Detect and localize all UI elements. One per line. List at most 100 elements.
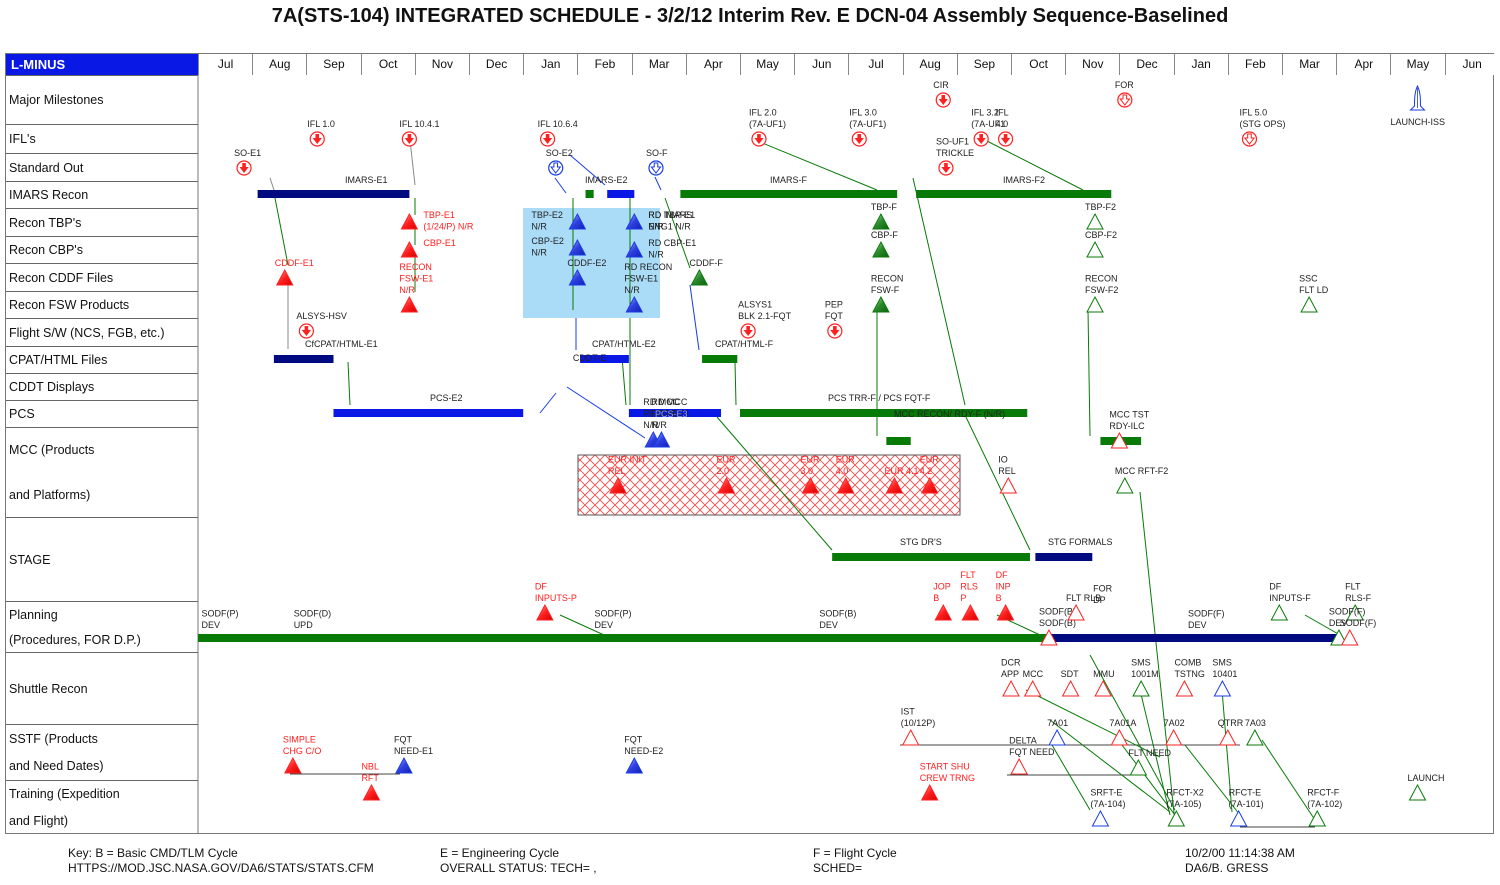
milestone-rd-imars-eng1-n-r-label: RD IMARS — [648, 210, 692, 220]
row-label-flightsw: Flight S/W (NCS, FGB, etc.) — [6, 318, 198, 346]
milestone-cir-icon-arrow — [938, 95, 948, 105]
footer-mid: E = Engineering Cycle OVERALL STATUS: TE… — [440, 846, 597, 876]
row-label-text: Recon CDDF Files — [9, 271, 114, 285]
milestone-rd-tbp-e1-n-r-label: N/R — [648, 222, 664, 232]
milestone-qtrr-icon — [1218, 728, 1237, 746]
timestamp: 10/2/00 11:14:38 AM — [1185, 846, 1295, 860]
milestone-fqt-need-e2-icon — [625, 756, 644, 774]
milestone-sodf-b-dev-label: SODF(B) — [819, 609, 856, 619]
milestone-sodf-f-dev-icon — [1330, 628, 1348, 646]
milestone-cbp-f2-label: CBP-F2 — [1085, 230, 1117, 240]
dependency-line — [1049, 719, 1171, 813]
milestone-nbl-rft-label: NBL — [361, 762, 379, 772]
milestone-eur-4-1-icon — [885, 476, 904, 494]
month-jun-23: Jun — [1444, 54, 1499, 75]
schedule-grid — [5, 53, 1494, 834]
milestone-sodf-d-upd-label: UPD — [294, 620, 314, 630]
month-nov-16: Nov — [1065, 54, 1120, 75]
milestone-dcr-app-label: APP — [1001, 669, 1019, 679]
milestone-ist-10-12p--icon — [901, 728, 920, 746]
milestone-dcr-app-icon — [1002, 679, 1020, 697]
milestone-pep-fqt-label: FQT — [825, 311, 843, 321]
milestone-tbp-f2-label: TBP-F2 — [1085, 202, 1116, 212]
milestone-rd-mcc-recon-e1-n-r-label: RD MCC — [643, 397, 679, 407]
milestone-mcc-tst-rdy-ilc-label: MCC TST — [1109, 410, 1149, 420]
row-label-text: SSTF (Products — [9, 731, 98, 746]
dependency-line — [1087, 309, 1091, 437]
bar-label: STG FORMALS — [1048, 537, 1113, 547]
milestone-alsys-hsv-icon-arrow — [301, 326, 311, 336]
milestone-flt-rlb-label: FLT RLB — [1066, 593, 1101, 603]
milestone-tbp-e1-1-24-p-n-r-icon — [400, 212, 419, 230]
milestone-sdt-icon — [1061, 679, 1080, 697]
month-feb-7: Feb — [577, 54, 632, 75]
author: DA6/B. GRESS — [1185, 861, 1269, 875]
milestone-ifl-3-0-7a-uf1--label: (7A-UF1) — [849, 119, 886, 129]
month-mar-20: Mar — [1282, 54, 1337, 75]
bar-pcs-e3 — [628, 409, 722, 417]
row-label-text: Recon FSW Products — [9, 298, 130, 312]
milestone-simple-chg-c-o-label: CHG C/O — [283, 746, 322, 756]
bar-label: IMARS-F — [770, 175, 808, 185]
milestone-for-dp-label: FOR — [1093, 584, 1112, 594]
milestone-ifl-4-0-icon-arrow — [1000, 134, 1011, 144]
milestone-ifl-2-0-7a-uf1--label: (7A-UF1) — [749, 119, 786, 129]
bar-label: IMARS-E1 — [345, 175, 388, 185]
milestone-alsys1-blk-2-1-fqt-label: ALSYS1 — [738, 300, 772, 310]
milestone-for-icon-arrow — [1119, 94, 1131, 106]
milestone-7a03-label: 7A03 — [1245, 718, 1266, 728]
bar-stg-dr-s — [832, 553, 1030, 561]
milestone-ssc-flt-ld-label: FLT LD — [1299, 285, 1329, 295]
milestone-launch-icon — [1408, 783, 1427, 801]
milestone-eur-2-0-label: EUR — [716, 455, 736, 465]
milestone-delta-fqt-need-icon — [1010, 757, 1028, 775]
milestone-recon-fsw-f2-label: FSW-F2 — [1085, 285, 1118, 295]
month-jul-0: Jul — [198, 54, 253, 75]
milestone-mmu-icon — [1094, 679, 1112, 697]
month-jul-12: Jul — [848, 54, 903, 75]
milestone-rfct-x2-7a-105--icon — [1167, 809, 1186, 827]
month-jan-18: Jan — [1173, 54, 1228, 75]
milestone-sms-1001m-label: 1001M — [1131, 669, 1159, 679]
milestone-sodf-p-dev-label: DEV — [595, 620, 614, 630]
row-label-text: Flight S/W (NCS, FGB, etc.) — [9, 326, 165, 340]
bar-imars-f — [680, 190, 898, 198]
milestone-cddf-e2-label: CDDF-E2 — [567, 258, 606, 268]
dependency-line — [984, 139, 1084, 191]
milestone-eur-4-0-label: EUR — [836, 455, 856, 465]
milestone-7a01a-icon — [1110, 728, 1129, 746]
l-minus-header: L-MINUS — [6, 54, 198, 75]
milestone-sms-1001m-label: SMS — [1131, 658, 1151, 668]
bar-pcs-trr-f-pcs-fqt-f — [740, 409, 1028, 417]
milestone-cbp-f2-icon — [1086, 240, 1104, 258]
milestone-cbp-e2-n-r-label: N/R — [531, 248, 547, 258]
milestone-sodf-b-dev-label: DEV — [819, 620, 838, 630]
milestone-cbp-e1-label: CBP-E1 — [423, 238, 456, 248]
milestone-ssc-flt-ld-label: SSC — [1299, 274, 1318, 284]
milestone-tbp-e2-n-r-icon — [568, 212, 587, 230]
dependency-line — [1025, 689, 1161, 758]
row-label-text: STAGE — [9, 553, 51, 567]
milestone-mcc-rft-f2-label: MCC RFT-F2 — [1115, 466, 1169, 476]
row-label-imars: IMARS Recon — [6, 181, 198, 208]
milestone-nbl-rft-label: RFT — [361, 773, 379, 783]
milestone-ifl-1-0-label: IFL 1.0 — [307, 119, 335, 129]
dependency-line — [1089, 654, 1176, 811]
milestone-comb-tstng-label: COMB — [1174, 658, 1201, 668]
milestone-delta-fqt-need-label: DELTA — [1009, 736, 1037, 746]
milestone-rfct-f-7a-102--icon — [1308, 809, 1327, 827]
milestone-rd-mcc-rft-e1-n-r-icon — [652, 430, 671, 448]
milestone-rd-cbp-e1-n-r-icon — [625, 240, 644, 258]
milestone-nbl-rft-icon — [362, 783, 381, 801]
milestone-rd-mcc-recon-e1-n-r-label: N/R — [643, 420, 659, 430]
bar-imars-e1 — [257, 190, 410, 198]
milestone-recon-fsw-e1-n-r-label: RECON — [399, 262, 432, 272]
milestone-sodf-b-sodf-b--label: SODF(B) — [1039, 607, 1076, 617]
bar-label: PCS-E3 — [655, 409, 688, 419]
milestone-df-inputs-f-label: INPUTS-F — [1269, 593, 1311, 603]
milestone-recon-fsw-f2-icon — [1086, 295, 1104, 313]
milestone-ifl-3-2-7a-uf1-icon-arrow — [976, 134, 986, 144]
milestone-comb-tstng-icon — [1175, 679, 1194, 697]
